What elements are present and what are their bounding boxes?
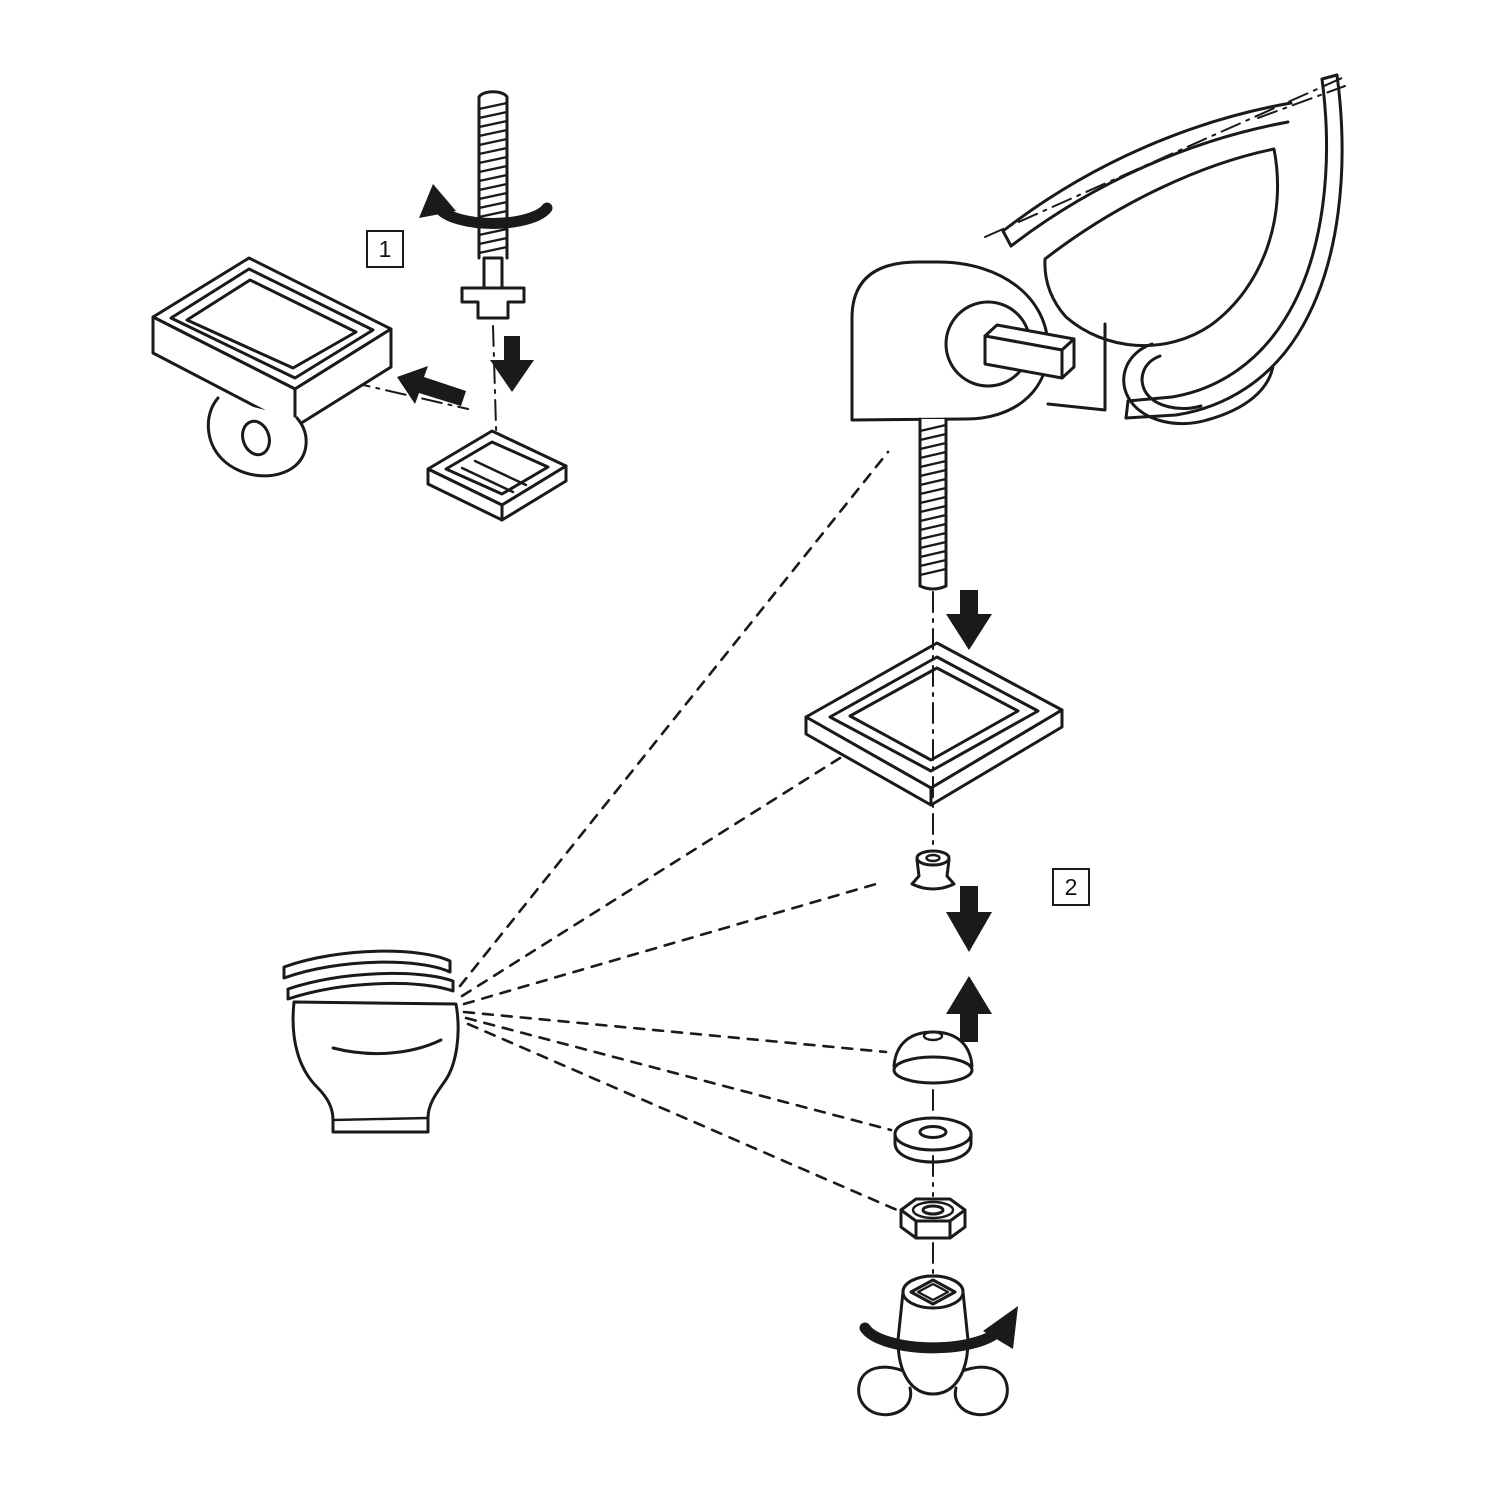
rotation-arrow-icon bbox=[419, 184, 553, 229]
dome-washer bbox=[892, 1030, 974, 1085]
fixing-bolt bbox=[460, 90, 526, 320]
insert-direction-arrow-icon bbox=[397, 366, 466, 406]
hex-nut bbox=[899, 1197, 967, 1240]
hinge-bracket bbox=[151, 256, 469, 478]
up-arrow-icon bbox=[946, 976, 992, 1042]
toilet-bowl bbox=[282, 949, 460, 1134]
threaded-rod bbox=[918, 417, 948, 591]
down-arrow-icon-2 bbox=[946, 590, 992, 650]
slotted-nut-plate bbox=[426, 325, 568, 522]
flat-washer bbox=[893, 1116, 973, 1164]
wing-nut bbox=[857, 1274, 1009, 1417]
rotation-arrow-icon-2 bbox=[859, 1306, 1018, 1354]
seat-hinge-post bbox=[850, 260, 1076, 422]
down-arrow-icon bbox=[490, 336, 534, 392]
ferrule bbox=[910, 849, 956, 891]
step-1-label: 1 bbox=[366, 230, 404, 268]
down-arrow-icon-3 bbox=[946, 886, 992, 952]
step-2-label: 2 bbox=[1052, 868, 1090, 906]
leader-lines bbox=[458, 450, 899, 1212]
seat-corner bbox=[984, 73, 1346, 426]
